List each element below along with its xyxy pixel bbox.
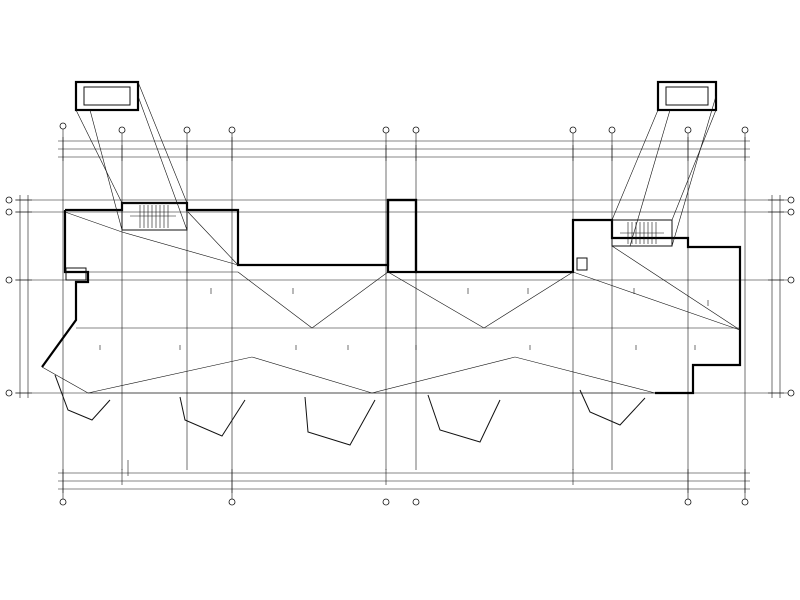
side-dimension-chains: [16, 195, 784, 398]
drain-marks: [99, 288, 709, 350]
roof-slope-lines: [41, 211, 741, 394]
bay-windows: [54, 374, 646, 446]
top-dimension-chains: [58, 137, 750, 161]
roof-enclosures: [74, 80, 718, 247]
stair-treads: [130, 205, 664, 244]
bottom-dimension-chains: [58, 460, 750, 493]
axis-grid: [15, 128, 790, 500]
axis-bubbles: [5, 122, 795, 506]
